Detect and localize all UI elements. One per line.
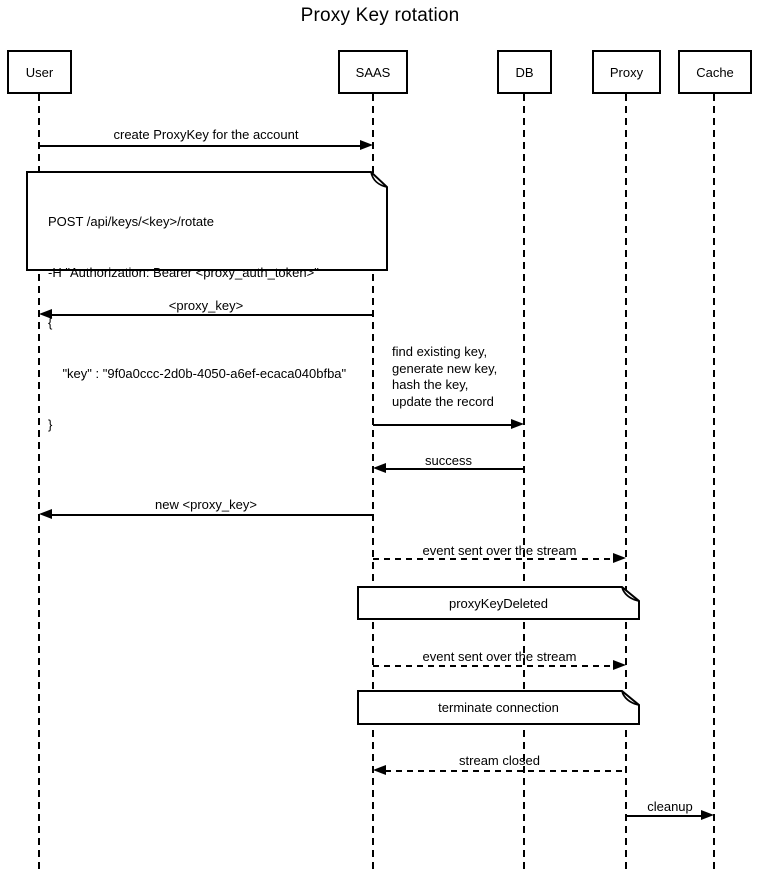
note-rotate-request: POST /api/keys/<key>/rotate -H "Authoriz… [26, 171, 388, 432]
actor-label: SAAS [355, 64, 391, 80]
message-cleanup-label: cleanup [647, 799, 693, 814]
actor-box-db: DB [497, 50, 552, 94]
message-proxy-key-return-label: <proxy_key> [168, 298, 244, 313]
note-line: { [48, 315, 53, 331]
note-line: "key" : "9f0a0ccc-2d0b-4050-a6ef-ecaca04… [48, 365, 347, 381]
note-outline [357, 690, 640, 725]
actor-label: DB [515, 64, 534, 80]
message-success-line [385, 468, 524, 470]
message-event-stream-1-line [373, 558, 614, 560]
message-proxy-key-return-line [51, 314, 373, 316]
arrowhead-right [613, 553, 626, 563]
message-cleanup-line [626, 815, 702, 817]
actor-label: Proxy [609, 64, 644, 80]
note-proxy-key-deleted-text: proxyKeyDeleted [449, 595, 548, 611]
message-create-proxykey-label: create ProxyKey for the account [113, 127, 299, 142]
arrowhead-right [613, 660, 626, 670]
lifeline-user [38, 94, 40, 873]
message-db-update-line [373, 424, 512, 426]
arrowhead-left [373, 765, 386, 775]
note-line: POST /api/keys/<key>/rotate [48, 213, 214, 229]
note-line: -H "Authorization: Bearer <proxy_auth_to… [48, 264, 319, 280]
message-stream-closed-label: stream closed [459, 753, 540, 768]
note-outline [26, 171, 388, 271]
lifeline-proxy [625, 94, 627, 873]
arrowhead-right [360, 140, 373, 150]
note-proxy-key-deleted: proxyKeyDeleted [357, 586, 640, 620]
message-event-stream-1-label: event sent over the stream [422, 543, 577, 558]
actor-box-proxy: Proxy [592, 50, 661, 94]
actor-box-saas: SAAS [338, 50, 408, 94]
note-rotate-request-text: POST /api/keys/<key>/rotate -H "Authoriz… [48, 180, 346, 467]
lifeline-saas [372, 94, 374, 873]
message-new-proxy-key-line [51, 514, 373, 516]
message-stream-closed-line [385, 770, 626, 772]
arrowhead-right [511, 419, 524, 429]
note-terminate-connection: terminate connection [357, 690, 640, 725]
arrowhead-left [373, 463, 386, 473]
note-line: } [48, 416, 53, 432]
actor-box-user: User [7, 50, 72, 94]
message-new-proxy-key-label: new <proxy_key> [155, 497, 257, 512]
actor-label: Cache [696, 64, 734, 80]
note-terminate-connection-text: terminate connection [438, 700, 559, 715]
arrowhead-left [39, 509, 52, 519]
message-create-proxykey-line [39, 145, 361, 147]
arrowhead-left [39, 309, 52, 319]
lifeline-db [523, 94, 525, 873]
message-db-update-label: find existing key, generate new key, has… [392, 344, 498, 409]
lifeline-cache [713, 94, 715, 873]
message-success-label: success [425, 453, 472, 468]
actor-label: User [25, 64, 54, 80]
arrowhead-right [701, 810, 714, 820]
message-event-stream-2-line [373, 665, 614, 667]
diagram-title: Proxy Key rotation [300, 5, 460, 26]
message-event-stream-2-label: event sent over the stream [422, 649, 577, 664]
note-outline [357, 586, 640, 620]
actor-box-cache: Cache [678, 50, 752, 94]
